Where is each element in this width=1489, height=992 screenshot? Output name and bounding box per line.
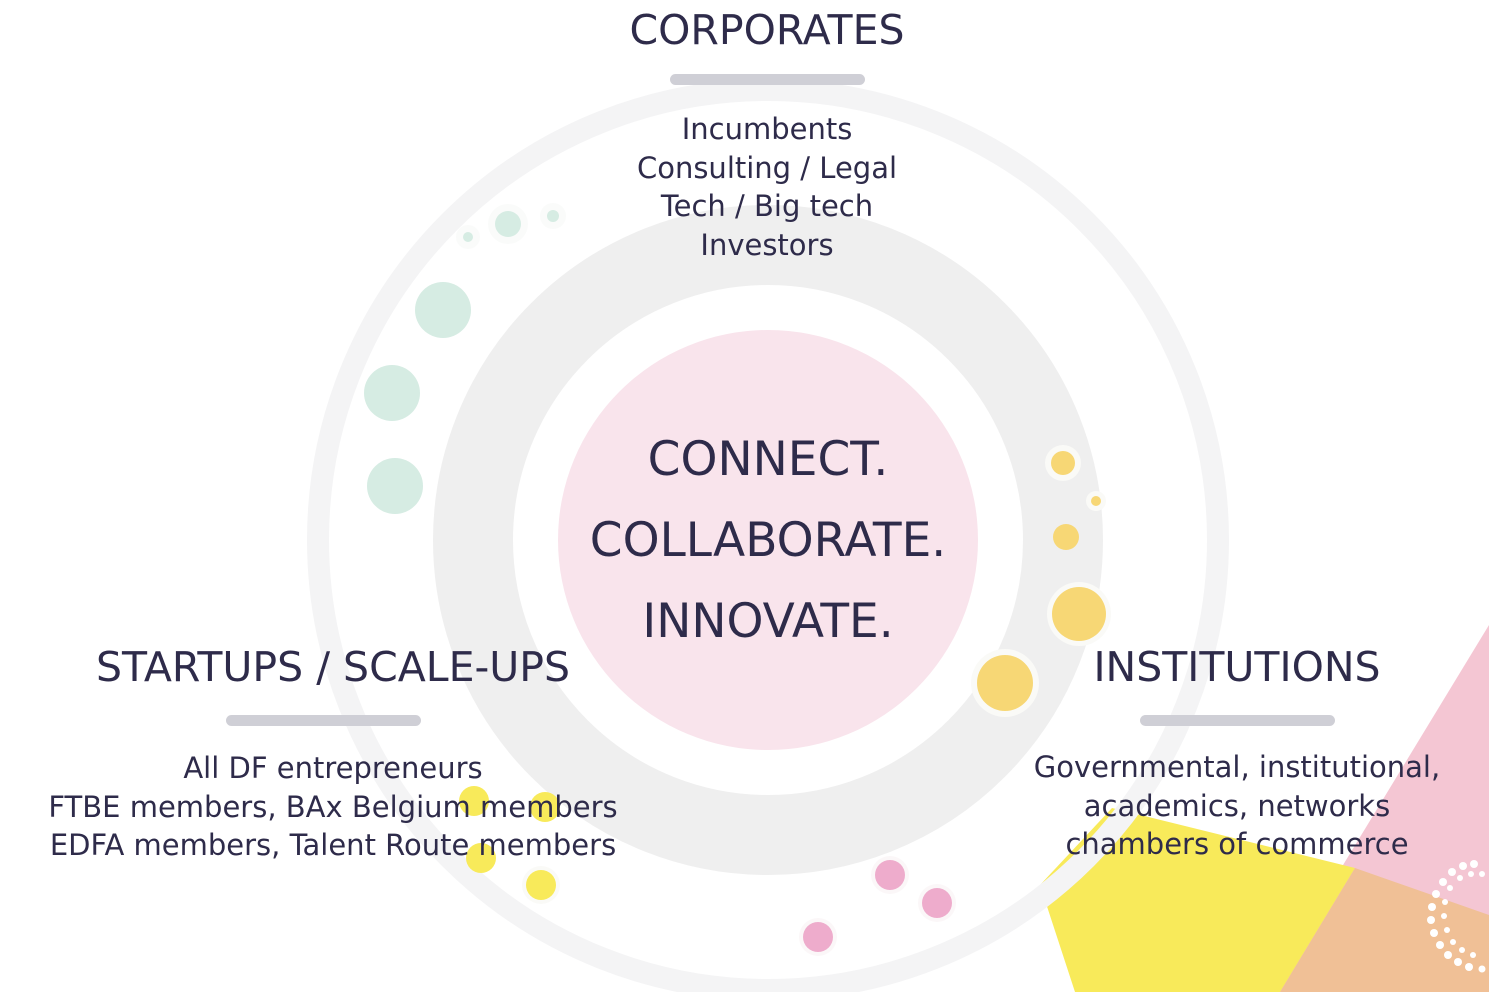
corporates-item: Tech / Big tech <box>660 189 874 223</box>
center-circle <box>558 330 978 750</box>
tagline-collaborate: COLLABORATE. <box>589 513 947 568</box>
startups-title: STARTUPS / SCALE-UPS <box>95 643 571 691</box>
mint-dots <box>364 203 566 514</box>
outer-ring <box>307 79 1229 992</box>
institutions-list: Governmental, institutional, academics, … <box>1004 748 1470 864</box>
corporates-list: Incumbents Consulting / Legal Tech / Big… <box>567 110 967 264</box>
startups-item: FTBE members, BAx Belgium members <box>48 789 618 824</box>
corporates-divider <box>670 74 865 85</box>
startups-item: All DF entrepreneurs <box>183 751 483 785</box>
corporates-item: Consulting / Legal <box>636 150 898 185</box>
startups-item: EDFA members, Talent Route members <box>49 828 617 862</box>
tagline-innovate: INNOVATE. <box>642 594 894 649</box>
logo-fragment <box>1427 860 1486 973</box>
yellow-shape <box>1040 808 1355 992</box>
institutions-item: academics, networks <box>1083 788 1391 823</box>
institutions-title: INSTITUTIONS <box>1093 643 1381 691</box>
startups-divider <box>226 715 421 726</box>
pink-dots <box>799 856 956 956</box>
institutions-divider <box>1140 715 1335 726</box>
corporates-item: Incumbents <box>681 112 853 146</box>
startups-list: All DF entrepreneurs FTBE members, BAx B… <box>3 749 663 865</box>
institutions-item: Governmental, institutional, <box>1033 750 1441 784</box>
corporates-item: Investors <box>700 227 834 262</box>
corporates-title: CORPORATES <box>629 6 905 54</box>
yellow-dots <box>971 445 1111 717</box>
institutions-item: chambers of commerce <box>1065 827 1409 861</box>
tagline-connect: CONNECT. <box>647 432 889 487</box>
peach-shape <box>1280 868 1489 992</box>
center-tagline: CONNECT. COLLABORATE. INNOVATE. <box>518 419 1018 662</box>
lemon-dots <box>459 786 560 904</box>
